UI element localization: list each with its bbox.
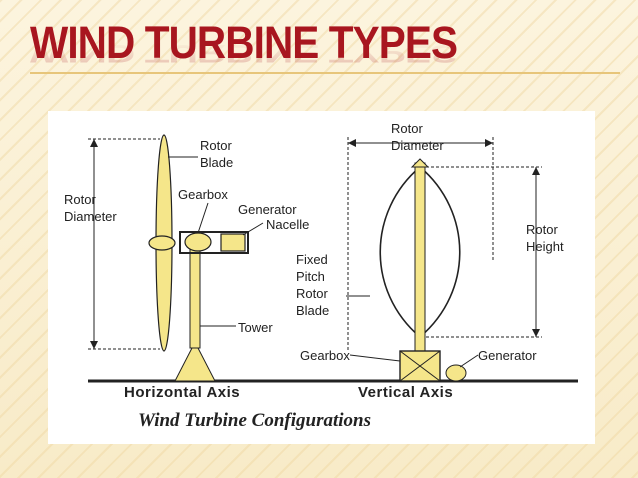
diagram-caption: Wind Turbine Configurations — [138, 410, 372, 431]
hawt-hub — [148, 235, 176, 251]
hawt-gearbox — [184, 232, 212, 252]
leader-vawt-gearbox — [349, 354, 401, 362]
label-hawt-rotor-diameter-line-1: Rotor — [64, 192, 96, 207]
label-vawt-rotor-diameter-line-2: Diameter — [391, 138, 444, 153]
label-fixed-pitch-line-2: Pitch — [296, 269, 325, 284]
leader-vawt-generator — [459, 354, 479, 368]
label-hawt-gearbox: Gearbox — [178, 187, 228, 202]
hawt-tower — [189, 247, 201, 349]
label-vawt-generator: Generator — [478, 348, 537, 363]
label-hawt-rotor-diameter-line-2: Diameter — [64, 209, 117, 224]
label-vawt-rotor-diameter: Rotor Diameter — [391, 120, 444, 154]
label-rotor-blade-line-2: Blade — [200, 155, 234, 170]
label-fixed-pitch-line-4: Blade — [296, 303, 330, 318]
label-rotor-height: Rotor Height — [526, 221, 564, 255]
hawt-diameter-arrow-top — [90, 139, 98, 147]
vawt-diameter-arrow-right — [485, 139, 493, 147]
label-nacelle: Nacelle — [266, 217, 310, 232]
label-vertical-axis: Vertical Axis — [358, 384, 454, 401]
label-horizontal-axis: Horizontal Axis — [124, 384, 241, 401]
label-rotor-blade: Rotor Blade — [200, 137, 233, 171]
turbine-diagram-drawing — [88, 134, 578, 383]
hawt-nacelle — [179, 231, 249, 254]
hawt-tower-base — [174, 347, 216, 382]
label-rotor-height-line-2: Height — [526, 239, 564, 254]
label-rotor-blade-line-1: Rotor — [200, 138, 232, 153]
label-vawt-gearbox: Gearbox — [300, 348, 350, 363]
hawt-generator — [220, 233, 246, 252]
label-vawt-rotor-diameter-line-1: Rotor — [391, 121, 423, 136]
slide-title-reflection: WIND TURBINE TYPES — [30, 39, 458, 68]
vawt-top-cap — [410, 158, 430, 168]
leader-gearbox — [197, 202, 209, 234]
vawt-generator — [445, 364, 467, 382]
hawt-diameter-arrow-bottom — [90, 341, 98, 349]
vawt-height-arrow-top — [532, 167, 540, 175]
vawt-mast — [414, 162, 426, 352]
vawt-gearbox-cross-b — [399, 350, 441, 382]
label-fixed-pitch-rotor-blade: Fixed Pitch Rotor Blade — [296, 251, 329, 319]
leader-nacelle — [242, 222, 264, 236]
title-underline — [30, 72, 620, 74]
label-hawt-rotor-diameter: Rotor Diameter — [64, 191, 117, 225]
label-hawt-generator: Generator — [238, 202, 297, 217]
vawt-height-arrow-bottom — [532, 329, 540, 337]
turbine-diagram: Rotor Blade Rotor Diameter Gearbox Gener… — [48, 111, 595, 444]
label-tower: Tower — [238, 320, 273, 335]
label-fixed-pitch-line-1: Fixed — [296, 252, 328, 267]
vawt-diameter-arrow-left — [348, 139, 356, 147]
label-fixed-pitch-line-3: Rotor — [296, 286, 328, 301]
label-rotor-height-line-1: Rotor — [526, 222, 558, 237]
slide-title: WIND TURBINE TYPES — [30, 17, 458, 68]
